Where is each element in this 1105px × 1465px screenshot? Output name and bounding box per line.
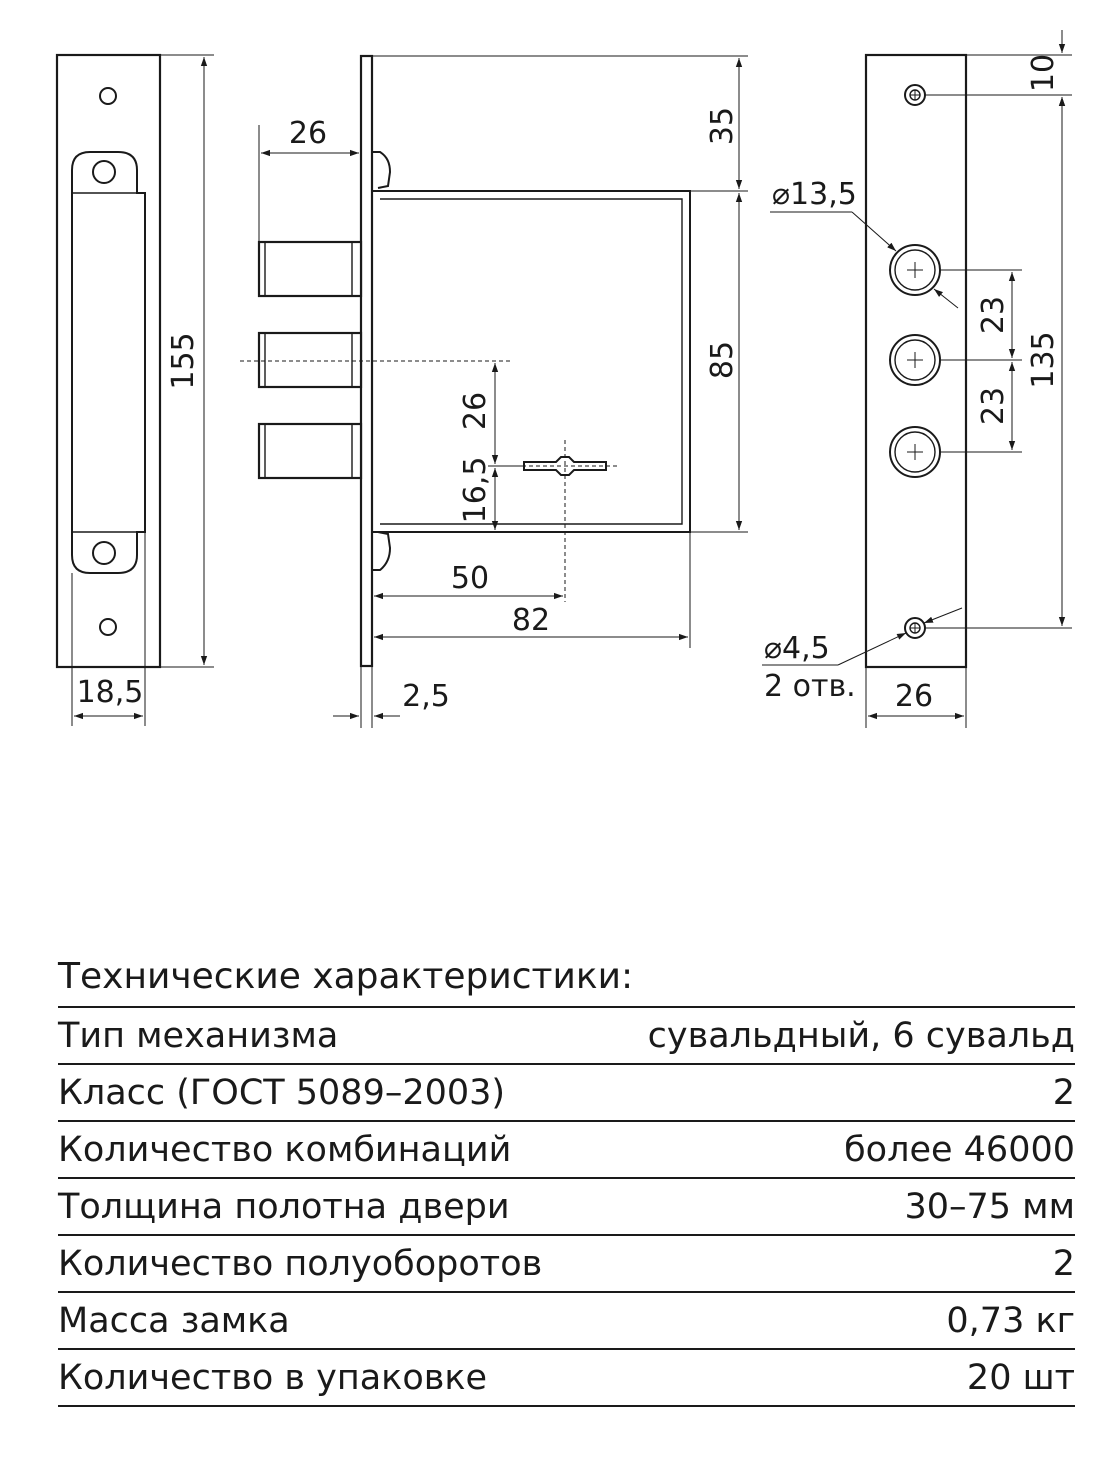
- spec-value: 2: [598, 1235, 1075, 1293]
- specs-section: Технические характеристики: Тип механизм…: [58, 948, 1075, 1407]
- bolt-3: [257, 422, 363, 480]
- faceplate-tab-bottom: [372, 531, 392, 571]
- dim-case-depth: 82: [512, 603, 550, 638]
- table-row: Тип механизма сувальдный, 6 сувальд: [58, 1007, 1075, 1065]
- spec-label: Количество полуоборотов: [58, 1235, 599, 1293]
- lock-side-view: 26 35 85 26 16,5 50 82 2,5: [240, 54, 748, 728]
- spec-label: Толщина полотна двери: [58, 1178, 599, 1236]
- bolt-2: [257, 331, 363, 389]
- screw-hole-bottom: [99, 618, 117, 636]
- dim-case-height: 85: [705, 341, 740, 379]
- dim-strike-height: 155: [166, 332, 201, 389]
- screw-hole-top: [99, 87, 117, 105]
- dim-backset: 50: [451, 561, 489, 596]
- spec-label: Количество в упаковке: [58, 1349, 599, 1407]
- lock-drawing: 155 18,5 26 35 85: [55, 30, 1072, 728]
- lock-case: [372, 190, 691, 533]
- spec-value: более 46000: [598, 1121, 1075, 1179]
- strike-fixing-hole-top: [92, 160, 116, 184]
- table-row: Количество в упаковке 20 шт: [58, 1349, 1075, 1407]
- dim-bolt-pitch-1: 23: [976, 296, 1011, 334]
- keyhole: [523, 456, 607, 476]
- strike-plate-view: 155 18,5: [55, 53, 214, 726]
- bolt-1: [257, 240, 363, 298]
- dim-bolt-to-key: 26: [458, 392, 493, 430]
- table-row: Количество полуоборотов 2: [58, 1235, 1075, 1293]
- dim-key-to-bottom: 16,5: [458, 457, 493, 524]
- table-row: Количество комбинаций более 46000: [58, 1121, 1075, 1179]
- dim-strike-width: 18,5: [77, 675, 144, 710]
- dim-screw-diameter: ⌀4,5: [764, 631, 830, 666]
- strike-fixing-hole-bottom: [92, 541, 116, 565]
- spec-label: Класс (ГОСТ 5089–2003): [58, 1064, 599, 1122]
- spec-label: Количество комбинаций: [58, 1121, 599, 1179]
- spec-label: Масса замка: [58, 1292, 599, 1350]
- dim-screw-count: 2 отв.: [764, 669, 856, 704]
- dim-bolt-pitch-2: 23: [976, 387, 1011, 425]
- dim-bolt-projection: 26: [289, 116, 327, 151]
- dim-case-top-offset: 35: [705, 107, 740, 145]
- faceplate-front-view: 10 135 23 23 ⌀13,5 ⌀4,5 2 отв. 26: [762, 30, 1072, 728]
- table-row: Масса замка 0,73 кг: [58, 1292, 1075, 1350]
- faceplate-tab-top: [372, 151, 392, 189]
- spec-value: сувальдный, 6 сувальд: [598, 1007, 1075, 1065]
- dim-bolt-diameter: ⌀13,5: [772, 177, 857, 212]
- spec-label: Тип механизма: [58, 1007, 599, 1065]
- dim-hole-top-offset: 10: [1026, 54, 1061, 92]
- table-row: Класс (ГОСТ 5089–2003) 2: [58, 1064, 1075, 1122]
- spec-value: 0,73 кг: [598, 1292, 1075, 1350]
- specs-table: Тип механизма сувальдный, 6 сувальд Клас…: [58, 1006, 1075, 1407]
- spec-value: 20 шт: [598, 1349, 1075, 1407]
- spec-value: 30–75 мм: [598, 1178, 1075, 1236]
- spec-value: 2: [598, 1064, 1075, 1122]
- table-row: Толщина полотна двери 30–75 мм: [58, 1178, 1075, 1236]
- faceplate-front: [864, 53, 968, 669]
- dim-faceplate-thickness: 2,5: [402, 679, 450, 714]
- dim-faceplate-width: 26: [895, 679, 933, 714]
- specs-title: Технические характеристики:: [58, 956, 634, 997]
- dim-hole-spacing: 135: [1026, 331, 1061, 388]
